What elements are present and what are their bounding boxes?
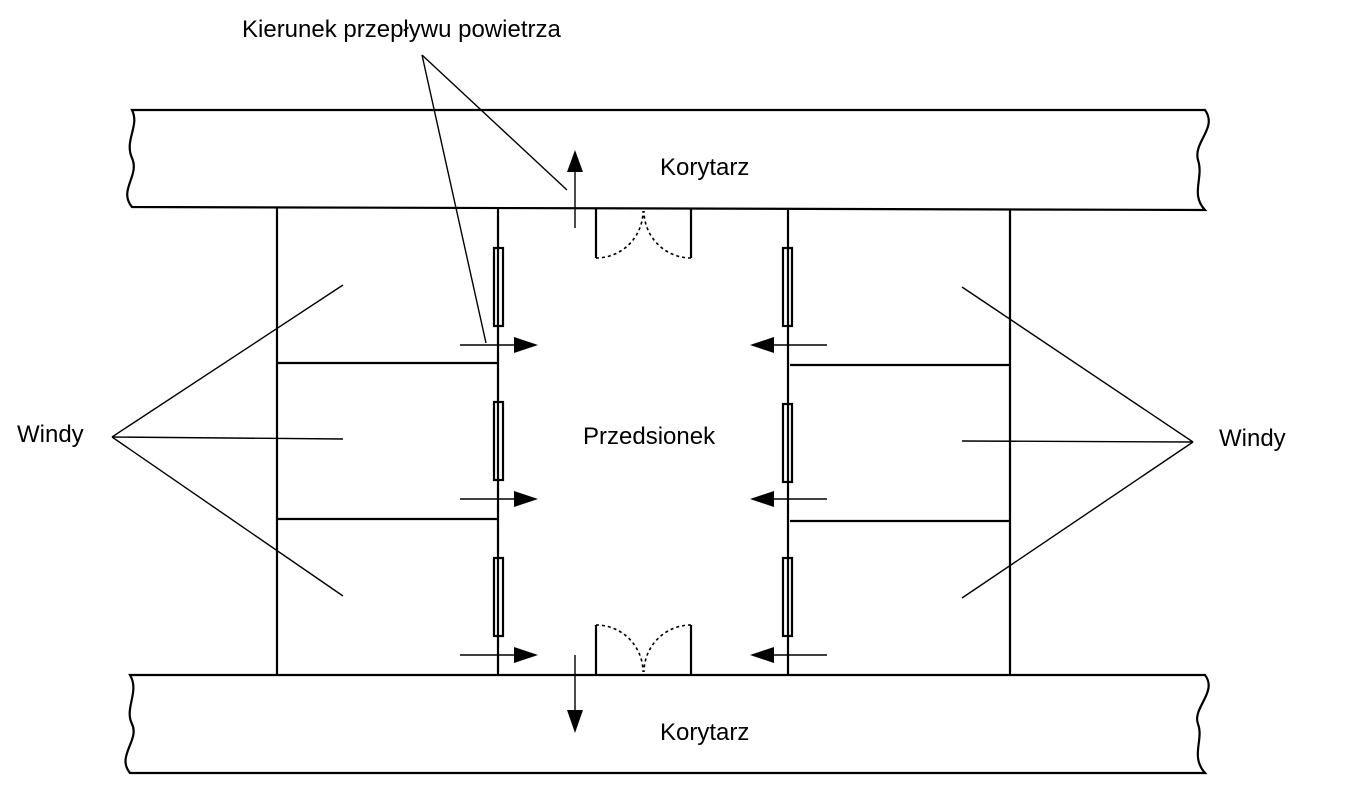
- elevators-left-label: Windy: [17, 421, 84, 448]
- elevator-bank-left: [275, 207, 498, 675]
- corridor-top: [126, 108, 1210, 212]
- elevators-left-leader-lines: [111, 284, 344, 597]
- airflow-arrow-right-2: [750, 491, 827, 507]
- airflow-arrow-down: [567, 655, 583, 733]
- corridor-bottom: [124, 673, 1210, 775]
- elevators-right-leader-lines: [961, 286, 1194, 599]
- airflow-arrow-up: [567, 150, 583, 228]
- airflow-arrow-right-3: [750, 647, 827, 663]
- corridor-top-label: Korytarz: [660, 154, 749, 181]
- door-top: [594, 209, 693, 259]
- airflow-label: Kierunek przepływu powietrza: [242, 16, 561, 43]
- vestibule-wall-left: [492, 207, 505, 675]
- vestibule-label: Przedsionek: [583, 423, 716, 450]
- corridor-bottom-label: Korytarz: [660, 719, 749, 746]
- elevator-bank-right: [790, 210, 1012, 675]
- elevators-right-label: Windy: [1219, 425, 1286, 452]
- door-bottom: [594, 624, 693, 674]
- airflow-leader-lines: [421, 54, 568, 344]
- vestibule-wall-right: [781, 210, 794, 675]
- airflow-arrow-left-3: [460, 647, 538, 663]
- airflow-arrow-left-1: [460, 337, 538, 353]
- airflow-arrow-right-1: [750, 337, 827, 353]
- airflow-arrow-left-2: [460, 491, 538, 507]
